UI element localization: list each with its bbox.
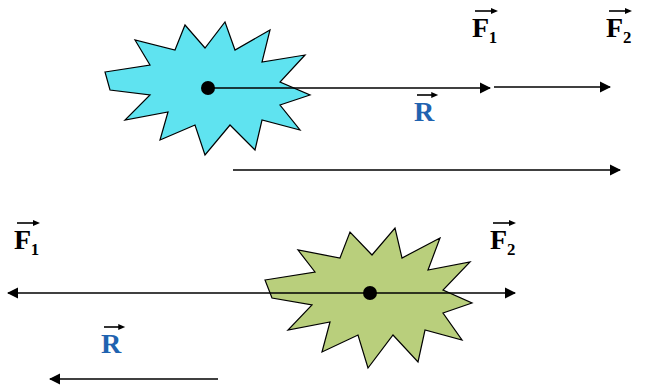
force-arrow: [208, 87, 490, 89]
vector-label: F₂: [606, 14, 632, 42]
force-arrow: [494, 86, 610, 88]
vector-label: R: [101, 330, 121, 358]
vector-label: F₁: [472, 14, 498, 42]
vector-label: F₂: [490, 226, 516, 254]
resultant-arrow: [50, 378, 218, 380]
resultant-arrow: [233, 169, 620, 171]
force-arrow: [370, 292, 515, 294]
vector-label: R: [414, 98, 434, 126]
force-arrow: [8, 292, 370, 294]
body-shape: [265, 228, 472, 368]
vector-label: F₁: [14, 226, 40, 254]
